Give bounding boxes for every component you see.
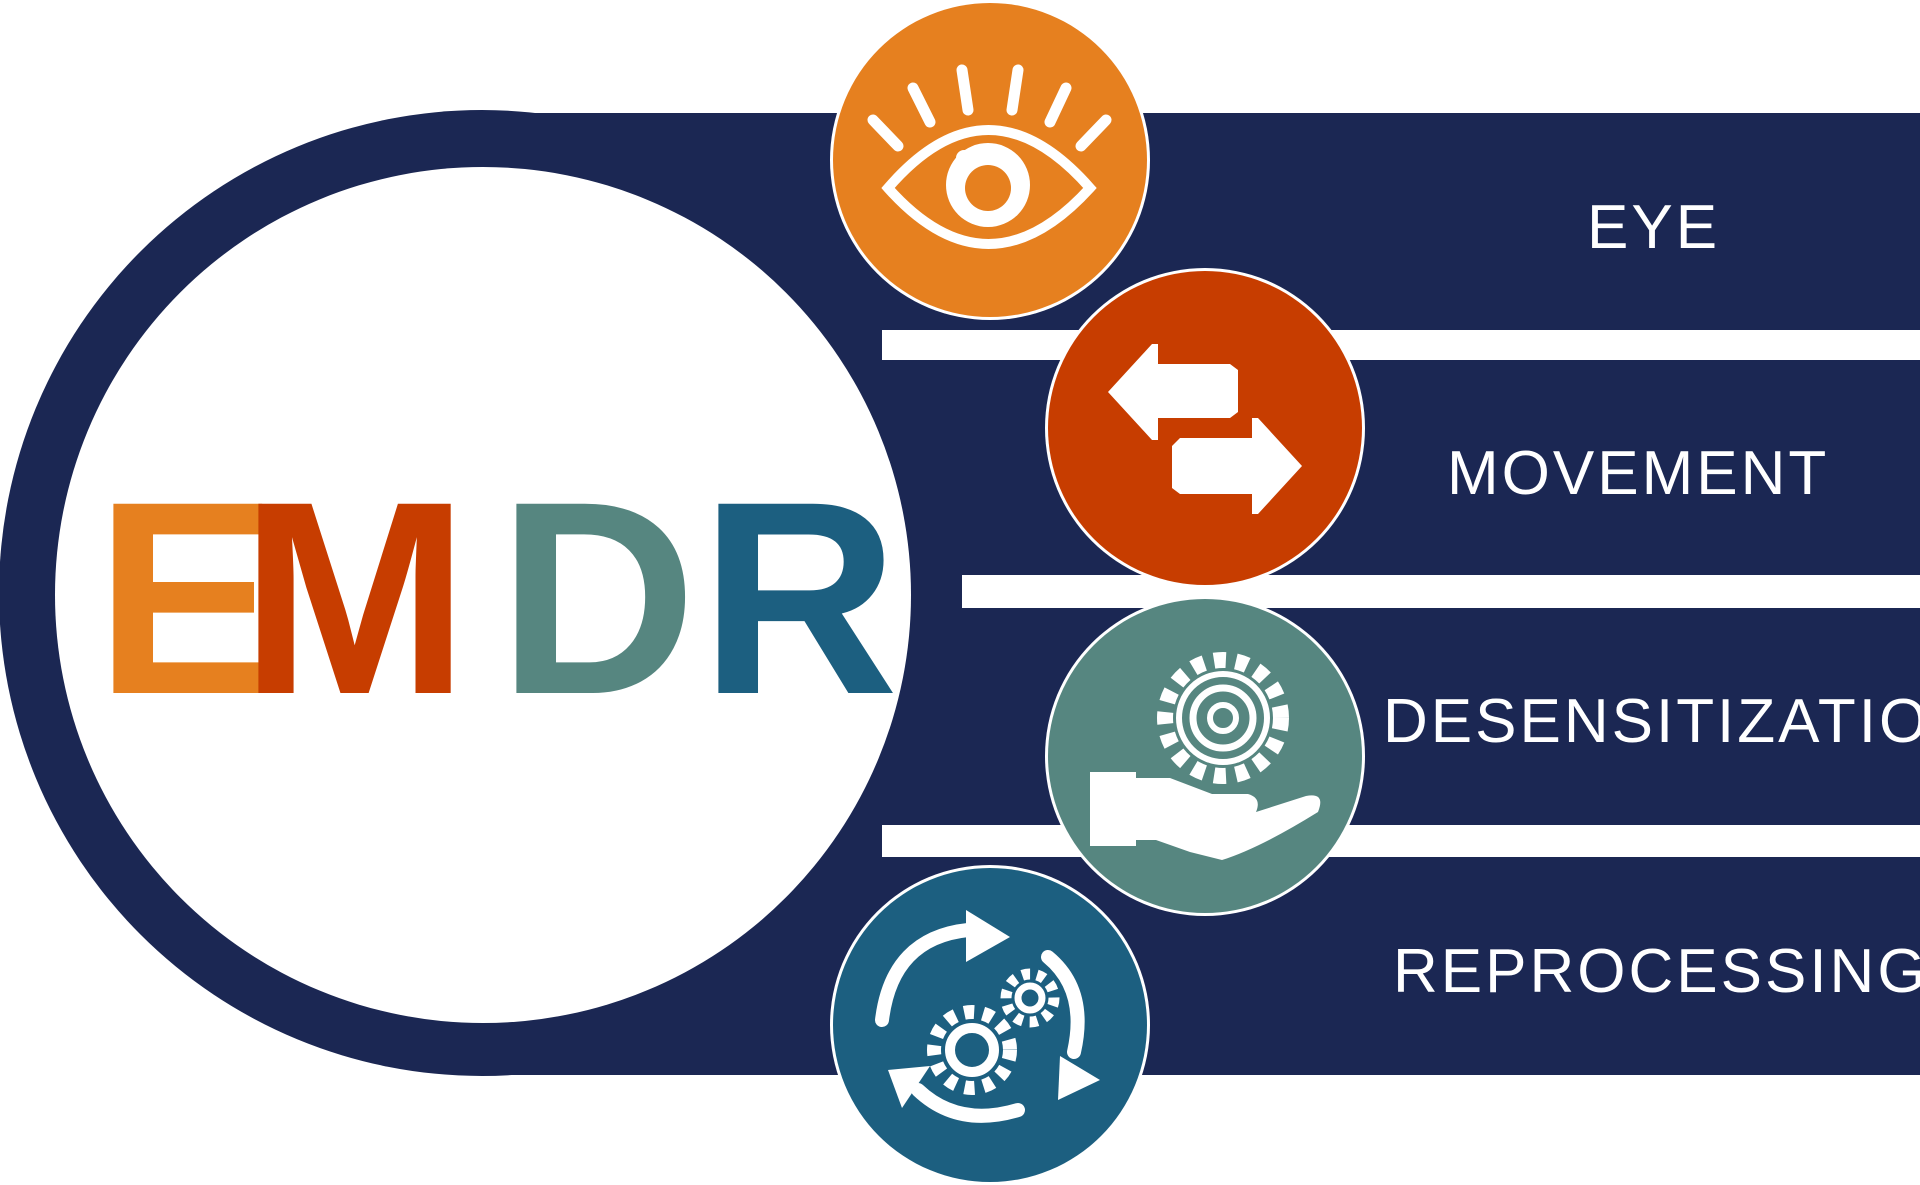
label-reprocessing: REPROCESSING [1393,937,1920,1006]
small-gears-icon [927,968,1060,1095]
title-letter-r: R [700,445,899,752]
cycle-gears-icon [875,910,1100,1123]
hand-gear-icon [1090,652,1321,860]
emdr-title: E M D R [95,445,899,752]
label-eye: EYE [1587,193,1720,262]
separator-3 [882,825,1920,857]
band-separators [882,330,1920,857]
item-movement: MOVEMENT [1045,268,1829,588]
label-desensitization: DESENSITIZATION [1383,687,1920,756]
arrowheads-icon [888,910,1100,1108]
item-eye: EYE [830,0,1720,320]
sleeve-icon [1090,772,1136,846]
arrows-exchange-icon [1108,344,1302,514]
cycle-arrows-icon [875,923,1085,1123]
separator-2 [962,575,1920,608]
eye-pupil [965,165,1011,211]
item-reprocessing: REPROCESSING [830,865,1920,1185]
inner-circle [55,167,911,1023]
label-movement: MOVEMENT [1447,439,1829,508]
eye-icon [867,64,1112,249]
eye-glint [956,150,972,166]
title-letter-m: M [240,445,469,752]
hand-icon [1136,778,1321,860]
item-desensitization: DESENSITIZATION [1045,596,1920,916]
gear-icon [1157,652,1289,784]
separator-1 [882,330,1920,360]
title-letter-e: E [95,445,278,752]
movement-badge [1048,271,1362,585]
title-letter-d: D [498,445,697,752]
